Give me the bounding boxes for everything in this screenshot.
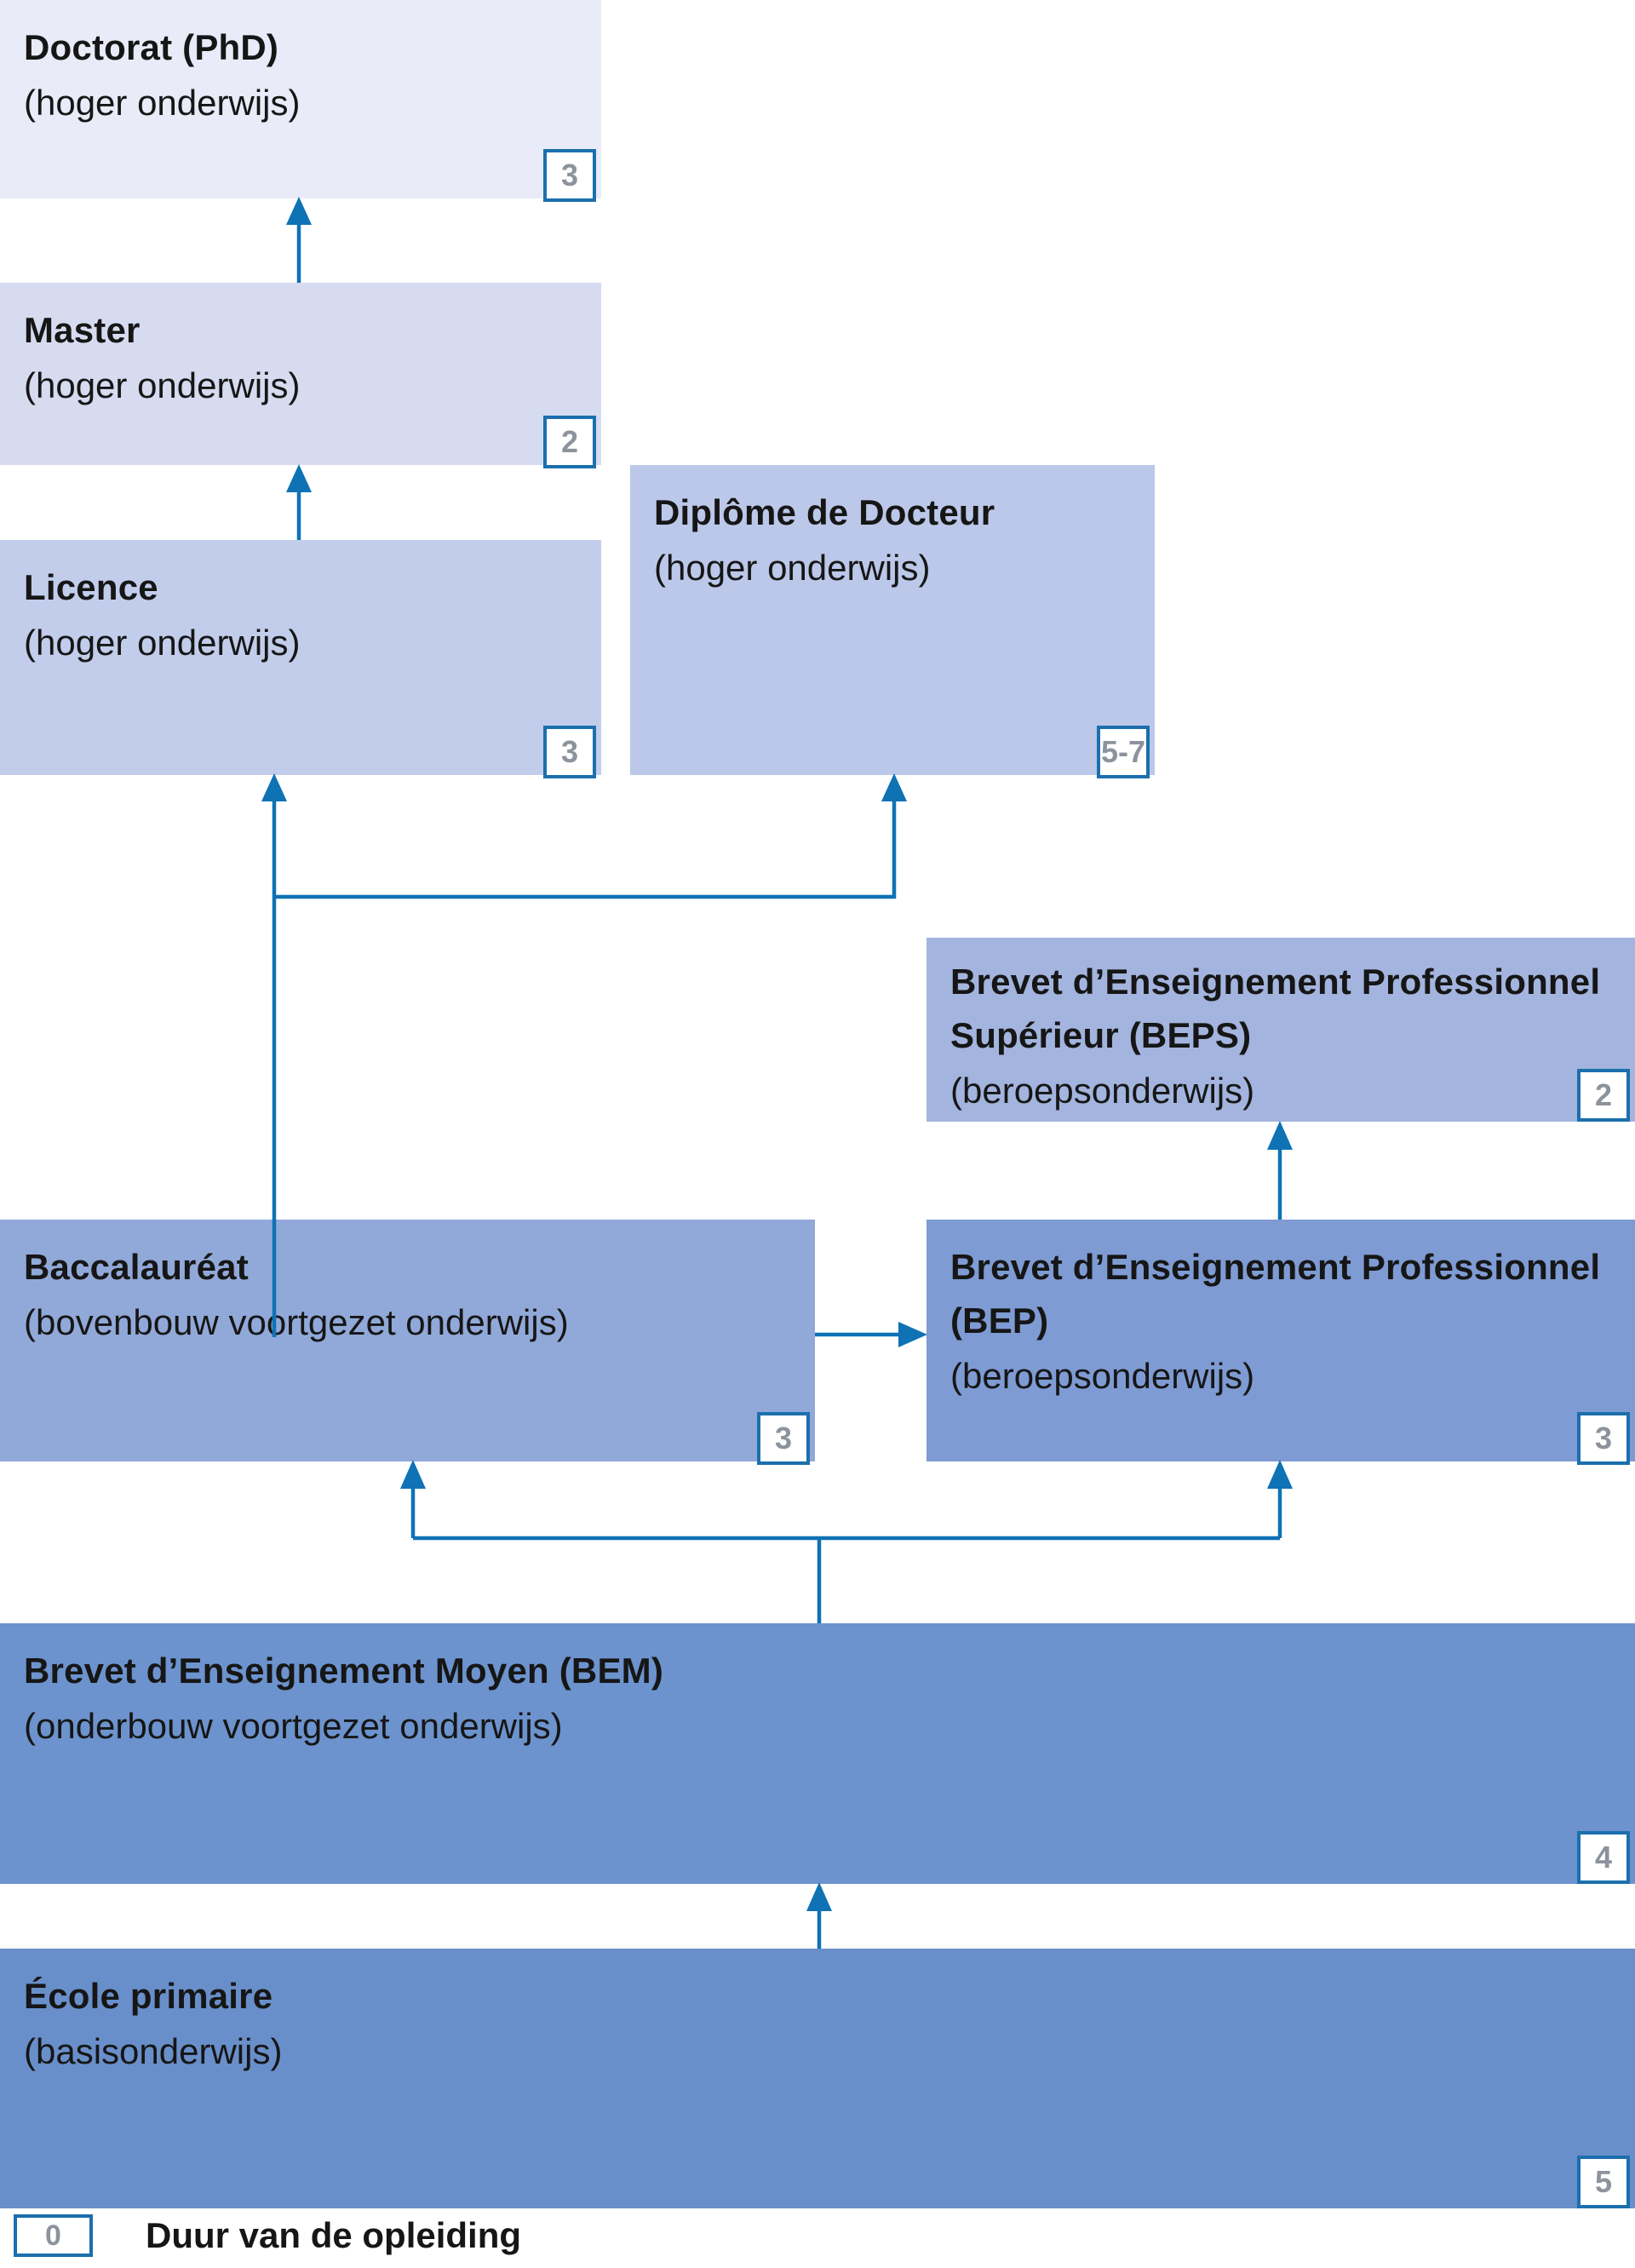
node-subtitle: (hoger onderwijs): [654, 548, 931, 588]
node-diplome-de-docteur: Diplôme de Docteur (hoger onderwijs) 5-7: [630, 465, 1155, 778]
node-title: Baccalauréat: [24, 1247, 249, 1287]
duration-badge: 2: [543, 416, 596, 468]
legend-label: Duur van de opleiding: [146, 2215, 522, 2255]
arrow-licence-to-master: [286, 464, 312, 540]
arrow-bep-to-beps: [1267, 1121, 1293, 1220]
node-bem: Brevet d’Enseignement Moyen (BEM) (onder…: [0, 1623, 1635, 1884]
legend: 0 Duur van de opleiding: [14, 2214, 521, 2257]
node-title: Licence: [24, 567, 158, 607]
node-licence: Licence (hoger onderwijs) 3: [0, 540, 601, 778]
node-subtitle: (basisonderwijs): [24, 2031, 283, 2071]
node-title-line2: Supérieur (BEPS): [950, 1015, 1252, 1055]
node-title: Doctorat (PhD): [24, 27, 279, 67]
arrow-bem-branch: [400, 1460, 1293, 1623]
duration-badge: 3: [543, 726, 596, 778]
duration-badge: 5: [1577, 2156, 1630, 2208]
node-title: Brevet d’Enseignement Professionnel: [950, 962, 1601, 1002]
duration-badge: 5-7: [1097, 726, 1150, 778]
arrow-ecole-to-bem: [806, 1882, 832, 1949]
duration-badge: 3: [543, 149, 596, 202]
arrow-bacc-to-diplome: [274, 773, 907, 899]
node-subtitle: (hoger onderwijs): [24, 365, 301, 405]
duration-badge: 2: [1577, 1069, 1630, 1122]
node-subtitle: (onderbouw voortgezet onderwijs): [24, 1706, 563, 1746]
node-title: Diplôme de Docteur: [654, 492, 995, 532]
node-title: Brevet d’Enseignement Professionnel (BEP…: [950, 1247, 1601, 1341]
node-subtitle: (hoger onderwijs): [24, 623, 301, 663]
arrow-master-to-doctorat: [286, 197, 312, 283]
legend-duration-box: 0: [14, 2214, 93, 2257]
node-subtitle: (hoger onderwijs): [24, 83, 301, 123]
node-title: École primaire: [24, 1976, 273, 2016]
duration-badge: 4: [1577, 1831, 1630, 1884]
node-bep: Brevet d’Enseignement Professionnel (BEP…: [926, 1220, 1635, 1465]
node-subtitle: (beroepsonderwijs): [950, 1071, 1255, 1111]
node-doctorat: Doctorat (PhD) (hoger onderwijs) 3: [0, 0, 601, 202]
arrow-bacc-to-bep: [815, 1322, 927, 1347]
node-subtitle: (bovenbouw voortgezet onderwijs): [24, 1302, 569, 1342]
node-subtitle: (beroepsonderwijs): [950, 1356, 1255, 1396]
node-ecole-primaire: École primaire (basisonderwijs) 5: [0, 1949, 1635, 2208]
node-baccalaureat: Baccalauréat (bovenbouw voortgezet onder…: [0, 1220, 815, 1465]
duration-badge: 3: [1577, 1412, 1630, 1465]
duration-badge: 3: [757, 1412, 810, 1465]
node-master: Master (hoger onderwijs) 2: [0, 283, 601, 468]
node-title: Brevet d’Enseignement Moyen (BEM): [24, 1651, 664, 1691]
node-beps: Brevet d’Enseignement Professionnel Supé…: [926, 938, 1635, 1122]
node-title: Master: [24, 310, 141, 350]
